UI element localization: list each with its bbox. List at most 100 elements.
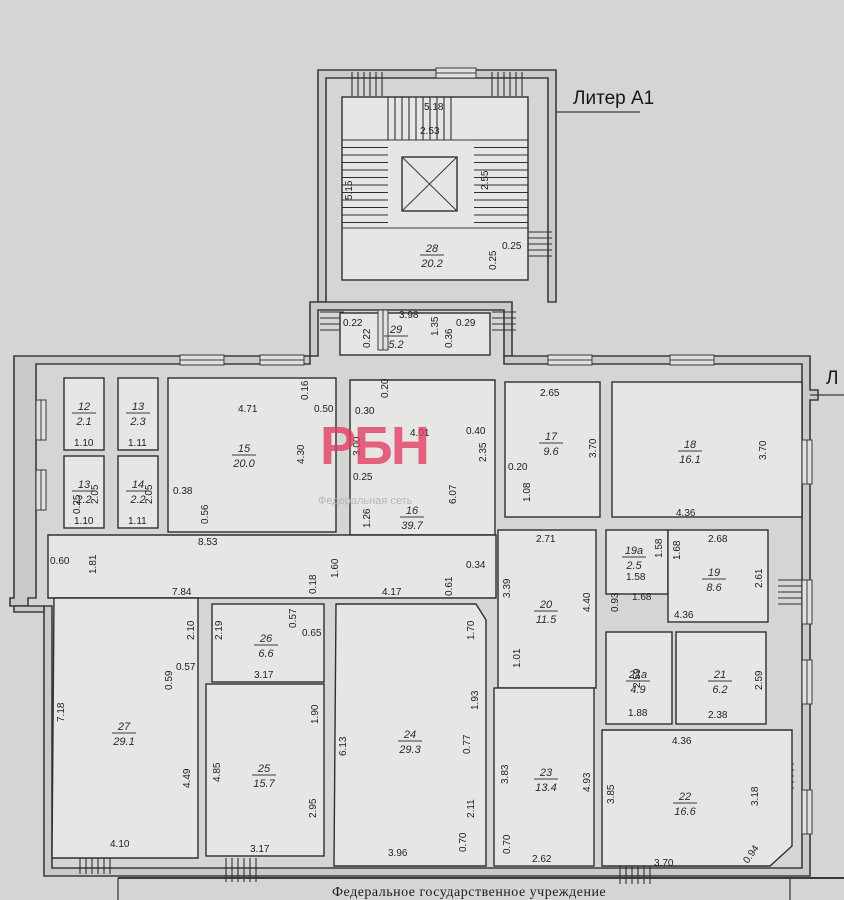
room-area-r21a: 4.9 [630, 684, 645, 696]
dim-d110b: 1.10 [74, 516, 94, 527]
dimension-labels: 5.182.535.152.550.250.253.980.220.221.35… [50, 102, 769, 869]
dim-d126: 1.26 [362, 508, 373, 528]
dim-d210: 2.10 [186, 620, 197, 640]
dim-d261: 2.61 [754, 568, 765, 588]
dim-d471: 4.71 [238, 404, 258, 415]
dim-d370c: 3.70 [654, 858, 674, 869]
dim-d188: 1.88 [628, 708, 648, 719]
dim-d339: 3.39 [502, 578, 513, 598]
room-13b [63, 455, 105, 529]
dim-d193: 1.93 [470, 690, 481, 710]
dim-d029: 0.29 [456, 318, 476, 329]
dim-d056: 0.56 [200, 504, 211, 524]
dim-d518: 5.18 [424, 102, 444, 113]
room-number-r15: 15 [238, 443, 251, 455]
room-21a [605, 631, 673, 725]
stair-block [341, 96, 529, 281]
watermark-subtitle: Федеральная сеть [318, 495, 413, 507]
room-number-r26: 26 [259, 633, 273, 645]
dim-d170: 1.70 [466, 620, 477, 640]
dim-d038: 0.38 [173, 486, 193, 497]
dim-d410: 4.10 [110, 839, 130, 850]
room-area-r20: 11.5 [536, 614, 557, 626]
dim-d607: 6.07 [448, 484, 459, 504]
room-area-r17: 9.6 [543, 446, 559, 458]
room-12 [63, 377, 105, 451]
room-area-r24: 29.3 [398, 744, 421, 756]
dim-d025a: 0.25 [502, 241, 522, 252]
room-19a [605, 529, 669, 595]
room-26 [211, 603, 325, 683]
room-area-r28: 20.2 [420, 258, 442, 270]
room-number-r13: 13 [132, 401, 145, 413]
dim-d417: 4.17 [382, 587, 402, 598]
dim-d111a: 1.11 [128, 438, 147, 449]
dim-d060: 0.60 [50, 556, 70, 567]
dim-d077: 0.77 [462, 734, 473, 754]
dim-d030: 0.30 [355, 406, 375, 417]
dim-d853: 8.53 [198, 537, 218, 548]
dim-d396: 3.96 [388, 848, 408, 859]
room-29 [339, 312, 491, 356]
room-21 [675, 631, 767, 725]
room-27 [51, 597, 199, 859]
dim-d022b: 0.22 [362, 328, 373, 348]
dim-d295: 2.95 [308, 798, 319, 818]
outer-walls [9, 69, 819, 877]
rooms [47, 312, 803, 867]
dim-d070a: 0.70 [458, 832, 469, 852]
room-area-r13: 2.3 [129, 416, 146, 428]
room-number-r25: 25 [257, 763, 271, 775]
dim-d205a: 2.05 [90, 484, 101, 504]
dim-d401: 4.01 [410, 428, 430, 439]
dim-d383: 3.83 [500, 764, 511, 784]
room-number-r18: 18 [684, 439, 697, 451]
dim-d262: 2.62 [532, 854, 552, 865]
room-area-r19a: 2.5 [625, 560, 642, 572]
dim-d168a: 1.68 [672, 540, 683, 560]
room-14 [117, 455, 159, 529]
dim-d485: 4.85 [212, 762, 223, 782]
dim-d093: 0.93 [610, 592, 621, 612]
room-number-r19: 19 [708, 567, 720, 579]
dim-d034: 0.34 [466, 560, 486, 571]
room-number-r28: 28 [425, 243, 439, 255]
dim-d040: 0.40 [466, 426, 486, 437]
dim-d718: 7.18 [56, 702, 67, 722]
dim-d110a: 1.10 [74, 438, 94, 449]
dim-d025d: 0.25 [72, 494, 83, 514]
liter-a1-label: Литер А1 [573, 88, 654, 109]
dim-d020b: 0.20 [508, 462, 528, 473]
room-area-r22: 16.6 [674, 806, 696, 818]
dim-d158a: 1.58 [654, 538, 665, 558]
dim-d784: 7.84 [172, 587, 192, 598]
room-number-r29: 29 [389, 324, 402, 336]
dim-d018: 0.18 [308, 574, 319, 594]
room-17 [504, 381, 601, 518]
dim-d016: 0.16 [300, 380, 311, 400]
room-24 [333, 603, 487, 867]
dim-d370a: 3.70 [588, 438, 599, 458]
dim-d436c: 4.36 [672, 736, 692, 747]
room-23 [493, 687, 595, 867]
dim-d050: 0.50 [314, 404, 334, 415]
room-area-r27: 29.1 [112, 736, 134, 748]
dim-d235: 2.35 [478, 442, 489, 462]
dim-d181: 1.81 [88, 554, 99, 574]
watermark: РБН Федеральная сеть [318, 416, 430, 507]
windows [35, 67, 813, 835]
room-area-r13b: 2.2 [75, 494, 91, 506]
room-number-r20: 20 [539, 599, 553, 611]
room-area-r21: 6.2 [712, 684, 727, 696]
dim-d025b: 0.25 [488, 250, 499, 270]
bottom-caption: Федеральное государственное учреждение [332, 885, 606, 900]
dim-d268: 2.68 [708, 534, 728, 545]
room-number-r14: 14 [132, 479, 144, 491]
dim-d259b: 2.59 [754, 670, 765, 690]
room-25 [205, 683, 325, 857]
dim-d271: 2.71 [536, 534, 556, 545]
dim-d190: 1.90 [310, 704, 321, 724]
room-22 [601, 729, 793, 867]
room-18 [611, 381, 803, 518]
